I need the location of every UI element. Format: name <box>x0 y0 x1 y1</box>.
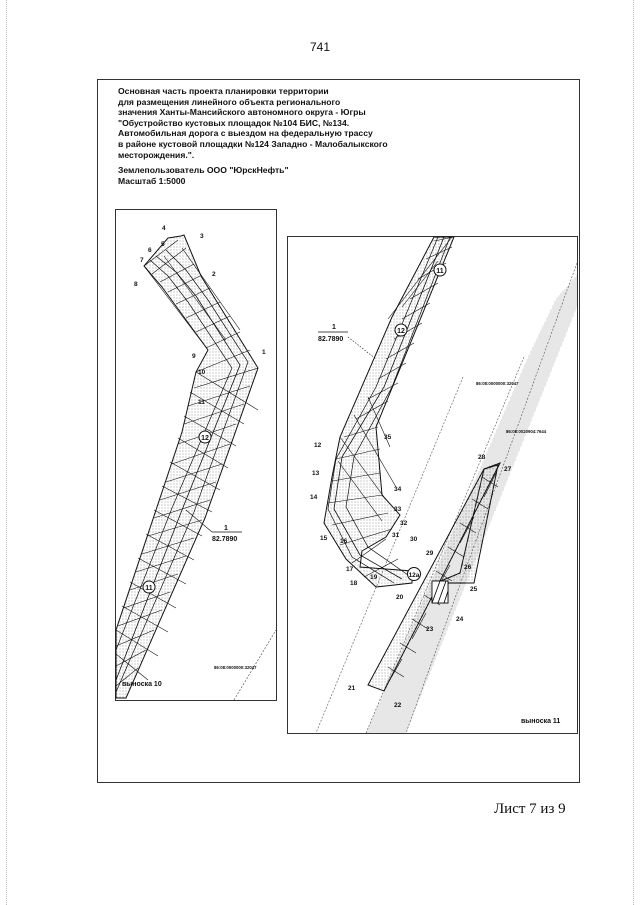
cadastral-boundary <box>233 629 277 701</box>
title-line: месторождения.". <box>118 149 195 160</box>
point-23: 23 <box>426 626 434 633</box>
cross-hatch <box>327 236 455 578</box>
point-25: 25 <box>470 586 478 593</box>
title-line: Основная часть проекта планировки террит… <box>118 86 329 96</box>
svg-text:82.7890: 82.7890 <box>318 336 343 343</box>
point-29: 29 <box>426 550 434 557</box>
title-line: для размещения линейного объекта региона… <box>118 96 341 107</box>
page-number: 741 <box>309 40 331 54</box>
point-9: 9 <box>192 353 196 360</box>
point-3: 3 <box>200 233 204 240</box>
svg-text:12: 12 <box>397 328 405 335</box>
point-21: 21 <box>348 685 356 692</box>
svg-text:12: 12 <box>201 435 209 442</box>
zone-marker-11: 11 <box>142 580 156 594</box>
point-28: 28 <box>478 454 486 461</box>
point-5: 5 <box>161 241 165 248</box>
owner-block: Землепользователь ООО "ЮрскНефть" Масшта… <box>118 165 289 186</box>
point-8: 8 <box>134 281 138 288</box>
drawing-frame <box>97 79 580 783</box>
point-11: 11 <box>198 399 205 406</box>
scale-label: Масштаб 1:5000 <box>118 175 186 186</box>
svg-text:1: 1 <box>224 525 228 532</box>
scan-edge-right <box>633 0 635 905</box>
svg-text:11: 11 <box>436 268 444 275</box>
point-4: 4 <box>162 225 166 232</box>
area-fraction: 1 82.7890 <box>212 525 242 543</box>
map-right-svg: 11 12 12а 1 82.7890 86:08:0000000:32047 … <box>310 236 578 734</box>
point-labels: 12 13 14 15 16 17 18 19 20 21 22 23 24 2… <box>310 434 512 709</box>
land-user: Землепользователь ООО "ЮрскНефть" <box>118 165 289 175</box>
road-edge-inner-2 <box>327 236 439 584</box>
point-20: 20 <box>396 594 404 601</box>
road-centerline <box>333 236 445 580</box>
svg-text:11: 11 <box>145 585 153 592</box>
point-7: 7 <box>140 257 144 264</box>
zone-marker-12: 12 <box>198 430 212 444</box>
scan-edge-left <box>6 0 8 905</box>
point-17: 17 <box>346 566 354 573</box>
road-edge-inner <box>345 236 451 576</box>
document-title: Основная часть проекта планировки террит… <box>118 86 478 160</box>
point-6: 6 <box>148 247 152 254</box>
svg-text:12а: 12а <box>409 572 420 579</box>
point-10: 10 <box>198 369 206 376</box>
point-16: 16 <box>340 538 348 545</box>
svg-text:1: 1 <box>332 324 336 331</box>
point-14: 14 <box>310 494 318 501</box>
point-34: 34 <box>394 486 402 493</box>
fraction-leader <box>347 336 377 360</box>
hatched-block <box>431 580 449 604</box>
map-panel-right: 11 12 12а 1 82.7890 86:08:0000000:32047 … <box>287 236 578 734</box>
inset-caption: выноска 10 <box>122 681 162 688</box>
point-26: 26 <box>464 564 472 571</box>
svg-text:82.7890: 82.7890 <box>212 536 237 543</box>
point-27: 27 <box>504 466 512 473</box>
pad-corridor <box>367 462 502 692</box>
point-35: 35 <box>384 434 392 441</box>
point-30: 30 <box>410 536 418 543</box>
cadastral-boundary-3 <box>315 376 464 734</box>
road-corridor <box>323 236 455 588</box>
road-centerline <box>115 255 241 681</box>
road-corridor <box>115 234 259 699</box>
point-13: 13 <box>312 470 320 477</box>
point-15: 15 <box>320 535 328 542</box>
cadastral-number: 86:08:0000000:32047 <box>214 665 257 670</box>
point-33: 33 <box>394 506 402 513</box>
fraction-leader <box>185 509 213 533</box>
point-19: 19 <box>370 574 378 581</box>
cadastral-number-1: 86:08:0000000:32047 <box>476 381 519 386</box>
title-line: значения Ханты-Мансийского автономного о… <box>118 107 366 118</box>
point-12: 12 <box>314 442 322 449</box>
point-2: 2 <box>212 271 216 278</box>
point-labels: 1 2 3 4 5 6 7 8 9 10 11 <box>134 225 266 406</box>
point-1: 1 <box>262 349 266 356</box>
sheet-number: Лист 7 из 9 <box>494 801 566 817</box>
point-18: 18 <box>350 580 358 587</box>
title-line: в районе кустовой площадки №124 Западно … <box>118 138 388 149</box>
title-line: "Обустройство кустовых площадок №104 БИС… <box>118 117 350 128</box>
cadastral-number-2: 86:08:0020904:7644 <box>506 429 547 434</box>
point-31: 31 <box>392 532 400 539</box>
zone-marker-12a: 12а <box>407 567 421 581</box>
point-32: 32 <box>400 520 408 527</box>
map-left-svg: 1 2 3 4 5 6 7 8 9 10 11 12 11 1 82.7890 … <box>115 225 277 701</box>
cross-hatch <box>115 239 259 687</box>
zone-marker-12: 12 <box>394 323 408 337</box>
zone-marker-11: 11 <box>433 263 447 277</box>
point-22: 22 <box>394 702 402 709</box>
inset-caption: выноска 11 <box>521 718 561 725</box>
area-fraction: 1 82.7890 <box>318 324 348 343</box>
point-24: 24 <box>456 616 464 623</box>
map-panel-left: 1 2 3 4 5 6 7 8 9 10 11 12 11 1 82.7890 … <box>115 209 277 701</box>
title-line: Автомобильная дорога с выездом на федера… <box>118 128 373 139</box>
